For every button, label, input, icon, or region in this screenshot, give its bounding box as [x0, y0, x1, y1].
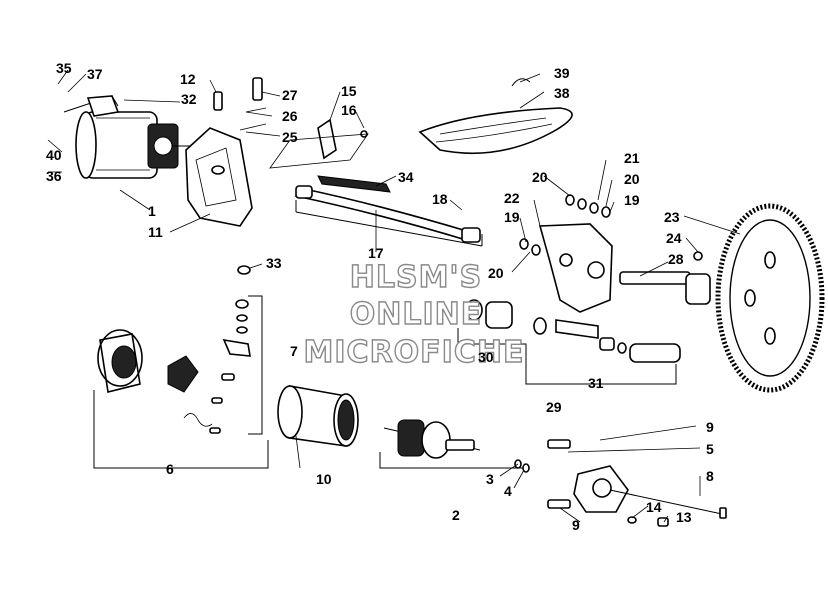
bracket-2: [379, 452, 524, 469]
brush-plate-part: [167, 355, 235, 404]
callout-22: 22: [504, 190, 520, 206]
callout-27: 27: [282, 87, 298, 103]
drive-shaft-part: [619, 251, 711, 305]
armature-part: [383, 419, 481, 459]
callout-2: 2: [452, 507, 460, 523]
end-cap-part: [97, 329, 143, 393]
watermark-line-2: ONLINE: [350, 297, 483, 332]
label-part-34: [317, 175, 391, 193]
callout-24: 24: [666, 230, 682, 246]
callout-12: 12: [180, 71, 196, 87]
callout-28: 28: [668, 251, 684, 267]
field-frame-housing-part: [277, 385, 359, 447]
shield-part: [418, 78, 573, 155]
starter-mount-bracket: [185, 127, 253, 227]
callout-4: 4: [504, 483, 512, 499]
watermark-line-1: HLSM'S: [350, 260, 482, 295]
washers-19-21: [519, 194, 611, 256]
callout-36: 36: [46, 168, 62, 184]
bracket-29-31: [457, 328, 677, 385]
callout-31: 31: [588, 375, 604, 391]
callout-34: 34: [398, 169, 414, 185]
callout-19b: 19: [504, 209, 520, 225]
starter-motor-part: [63, 95, 190, 179]
drive-end-cover-part: [514, 439, 727, 527]
callout-5: 5: [706, 441, 714, 457]
callout-29: 29: [546, 399, 562, 415]
callout-19a: 19: [624, 192, 640, 208]
terminal-hardware-part: [222, 265, 251, 357]
callout-13: 13: [676, 509, 692, 525]
callout-18: 18: [432, 191, 448, 207]
callout-1: 1: [148, 203, 156, 219]
callout-30: 30: [478, 349, 494, 365]
callout-20c: 20: [488, 265, 504, 281]
bracket-7: [248, 295, 263, 435]
callout-6: 6: [166, 461, 174, 477]
callout-20a: 20: [532, 169, 548, 185]
callout-25: 25: [282, 129, 298, 145]
leader-lines: [47, 69, 741, 523]
brush-springs-part: [183, 413, 221, 434]
callout-32: 32: [181, 91, 197, 107]
callout-40: 40: [46, 147, 62, 163]
bracket-outline-line: [269, 133, 369, 169]
drive-housing-bracket: [538, 223, 613, 313]
callout-33: 33: [266, 255, 282, 271]
ring-gear-part: [715, 203, 825, 393]
callout-16: 16: [341, 102, 357, 118]
callout-11: 11: [148, 224, 163, 240]
callout-8: 8: [706, 468, 714, 484]
bracket-6: [93, 390, 269, 469]
callout-15: 15: [341, 83, 357, 99]
watermark-line-3: MICROFICHE: [304, 335, 525, 370]
callout-26: 26: [282, 108, 298, 124]
callout-38: 38: [554, 85, 570, 101]
callout-37: 37: [87, 66, 103, 82]
callout-9b: 9: [572, 517, 580, 533]
callout-17: 17: [368, 245, 384, 261]
callout-14: 14: [646, 499, 662, 515]
callout-21: 21: [624, 150, 640, 166]
callout-35: 35: [56, 60, 72, 76]
clamp-part-15: [317, 118, 368, 160]
callout-3: 3: [486, 471, 494, 487]
callout-7: 7: [290, 343, 298, 359]
callout-23: 23: [664, 209, 680, 225]
callout-9a: 9: [706, 419, 714, 435]
callout-10: 10: [316, 471, 332, 487]
drive-pinion-part: [465, 299, 681, 363]
callout-39: 39: [554, 65, 570, 81]
battery-cable-part: [294, 185, 483, 247]
bolt-parts-12-27: [213, 77, 267, 131]
callout-20b: 20: [624, 171, 640, 187]
